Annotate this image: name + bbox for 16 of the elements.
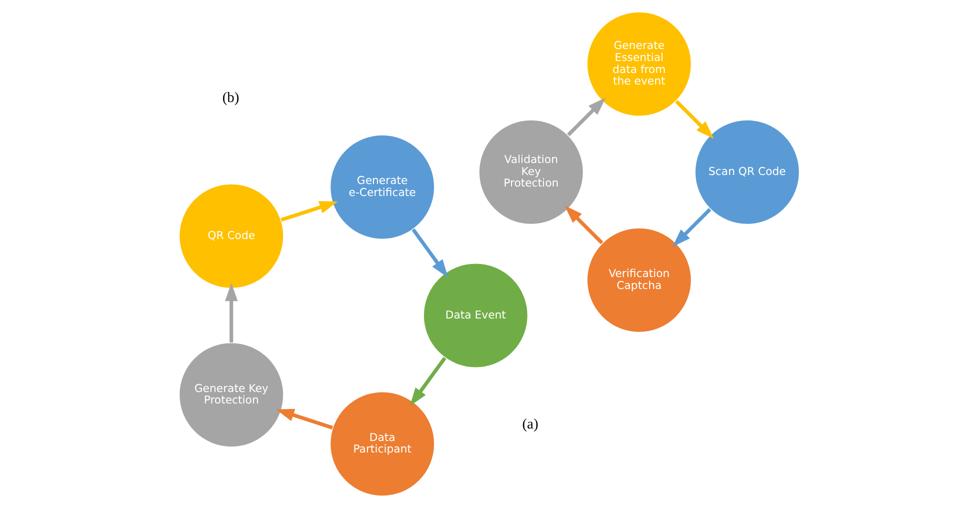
arrow [566, 97, 606, 136]
node-circle: Data Event [422, 262, 528, 368]
arrow [674, 100, 714, 139]
arrow [411, 228, 448, 278]
arrow [275, 408, 333, 430]
node-circle: Data Participant [329, 391, 434, 497]
node-circle: Generate e-Certificate [329, 134, 434, 240]
arrow [280, 201, 338, 222]
node-circle: QR Code [178, 183, 284, 289]
node-circle: Generate Key Protection [178, 342, 284, 448]
arrow [564, 205, 603, 244]
label: (a) [522, 416, 538, 433]
label: (b) [222, 90, 239, 106]
arrow [224, 282, 238, 342]
arrow [409, 356, 446, 406]
arrow [672, 208, 711, 247]
